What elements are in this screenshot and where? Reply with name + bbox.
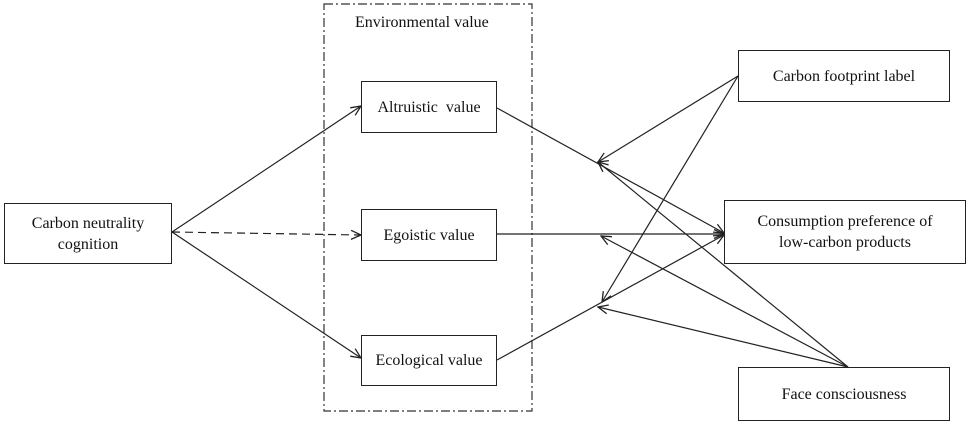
egoistic-value-label: Egoistic value <box>383 226 475 244</box>
edge-cognition-to-altruistic <box>171 106 361 233</box>
edge-cognition-to-egoistic <box>171 232 361 235</box>
edge-label-to-altruistic-path <box>598 75 739 162</box>
cognition-line-2: cognition <box>57 235 119 253</box>
consumption-preference-node: Consumption preference of low-carbon pro… <box>724 200 966 264</box>
environmental-value-group-box <box>323 3 533 412</box>
edge-cognition-to-ecological <box>171 231 361 358</box>
face-consciousness-text: Face consciousness <box>781 385 907 403</box>
edge-ecological-to-consumption <box>496 235 724 361</box>
altruistic-value-node: Altruistic value <box>361 81 497 133</box>
egoistic-value-node: Egoistic value <box>361 209 497 261</box>
ecological-value-label: Ecological value <box>375 352 483 369</box>
cognition-line-1: Carbon neutrality <box>31 214 145 232</box>
carbon-footprint-label-node: Carbon footprint label <box>738 50 950 102</box>
edge-label-to-ecological-path <box>602 75 739 302</box>
ecological-value-node: Ecological value <box>361 335 497 386</box>
altruistic-value-label: Altruistic value <box>377 98 481 116</box>
consumption-line-2: low-carbon products <box>779 234 911 251</box>
face-consciousness-node: Face consciousness <box>738 367 950 421</box>
edge-altruistic-to-consumption <box>496 107 724 233</box>
edge-face-to-altruistic-path <box>598 162 849 368</box>
environmental-value-title: Environmental value <box>355 14 489 31</box>
carbon-footprint-label-text: Carbon footprint label <box>772 67 916 85</box>
consumption-line-1: Consumption preference of <box>757 213 933 230</box>
edge-face-to-ecological-path <box>598 307 849 368</box>
carbon-neutrality-cognition-node: Carbon neutrality cognition <box>4 203 172 264</box>
edge-face-to-egoistic-path <box>601 236 849 368</box>
